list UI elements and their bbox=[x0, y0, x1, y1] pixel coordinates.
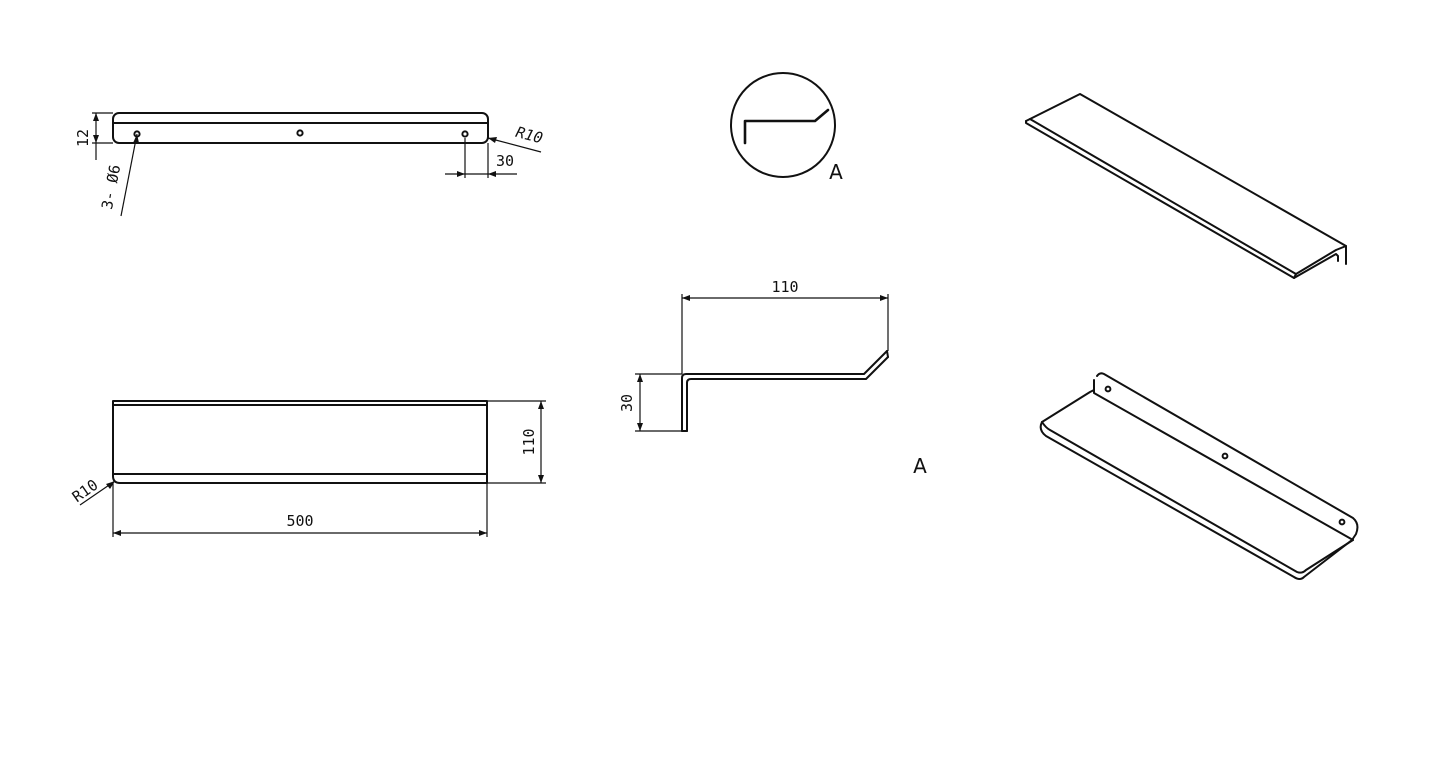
section-dim-30-arrow-top bbox=[637, 374, 643, 382]
section-dim-110-label: 110 bbox=[771, 278, 798, 296]
iso-bottom-outline bbox=[1039, 372, 1359, 580]
section-dim-110-arrow-right bbox=[880, 295, 888, 301]
dim-r10-label: R10 bbox=[514, 123, 545, 147]
iso-hole-right bbox=[1338, 518, 1346, 526]
dim-holes-leader bbox=[120, 133, 138, 217]
iso-bottom-back-bend bbox=[1093, 379, 1354, 541]
top-view: 12 3- Ø6 R10 30 bbox=[74, 112, 545, 217]
dim-30-arrow-right bbox=[488, 171, 496, 177]
section-profile-inner bbox=[686, 356, 889, 432]
detail-profile bbox=[743, 108, 830, 145]
dim-front-r10-arrow bbox=[106, 481, 115, 489]
dim-110-arrow-bottom bbox=[538, 475, 544, 483]
top-view-outline bbox=[112, 112, 489, 144]
dim-500-arrow-right bbox=[479, 530, 487, 536]
dim-30-arrow-left bbox=[457, 171, 465, 177]
detail-a: A bbox=[730, 72, 843, 184]
hole-right bbox=[461, 130, 469, 138]
iso-hole-middle bbox=[1221, 452, 1229, 460]
dim-r10-arrow bbox=[488, 137, 497, 143]
dim-holes-arrow bbox=[133, 134, 139, 143]
iso-view-bottom bbox=[1039, 372, 1359, 580]
dim-12-label: 12 bbox=[74, 129, 92, 147]
section-dim-30-label: 30 bbox=[618, 394, 636, 412]
front-view-outline bbox=[112, 400, 488, 484]
iso-top-front-edge bbox=[1025, 118, 1347, 275]
detail-circle bbox=[730, 72, 836, 178]
iso-top-back-edge bbox=[1029, 93, 1347, 247]
section-dim-110-arrow-left bbox=[682, 295, 690, 301]
dim-500-label: 500 bbox=[286, 512, 313, 530]
section-profile-outer bbox=[681, 350, 888, 432]
dim-holes-label: 3- Ø6 bbox=[98, 163, 124, 211]
dim-front-r10-label: R10 bbox=[69, 476, 102, 506]
section-label: A bbox=[913, 454, 927, 478]
dim-r10-leader bbox=[487, 137, 542, 153]
section-view: 110 30 A bbox=[618, 278, 927, 478]
iso-bottom-front-bend bbox=[1041, 421, 1354, 574]
iso-top-corner bbox=[1293, 273, 1297, 279]
section-profile-lip bbox=[886, 350, 889, 358]
front-view: 110 500 R10 bbox=[69, 400, 546, 537]
detail-label: A bbox=[829, 160, 843, 184]
section-dim-30-arrow-bottom bbox=[637, 423, 643, 431]
dim-12-arrow-top bbox=[93, 113, 99, 121]
iso-hole-left bbox=[1104, 385, 1112, 393]
dim-110-label: 110 bbox=[520, 428, 538, 455]
dim-12-arrow-bottom bbox=[93, 135, 99, 143]
hole-middle bbox=[296, 129, 304, 137]
iso-view-top bbox=[1025, 93, 1347, 279]
dim-110-arrow-top bbox=[538, 401, 544, 409]
dim-500-arrow-left bbox=[113, 530, 121, 536]
dim-30-label: 30 bbox=[496, 152, 514, 170]
iso-top-lower-edge bbox=[1025, 120, 1339, 279]
